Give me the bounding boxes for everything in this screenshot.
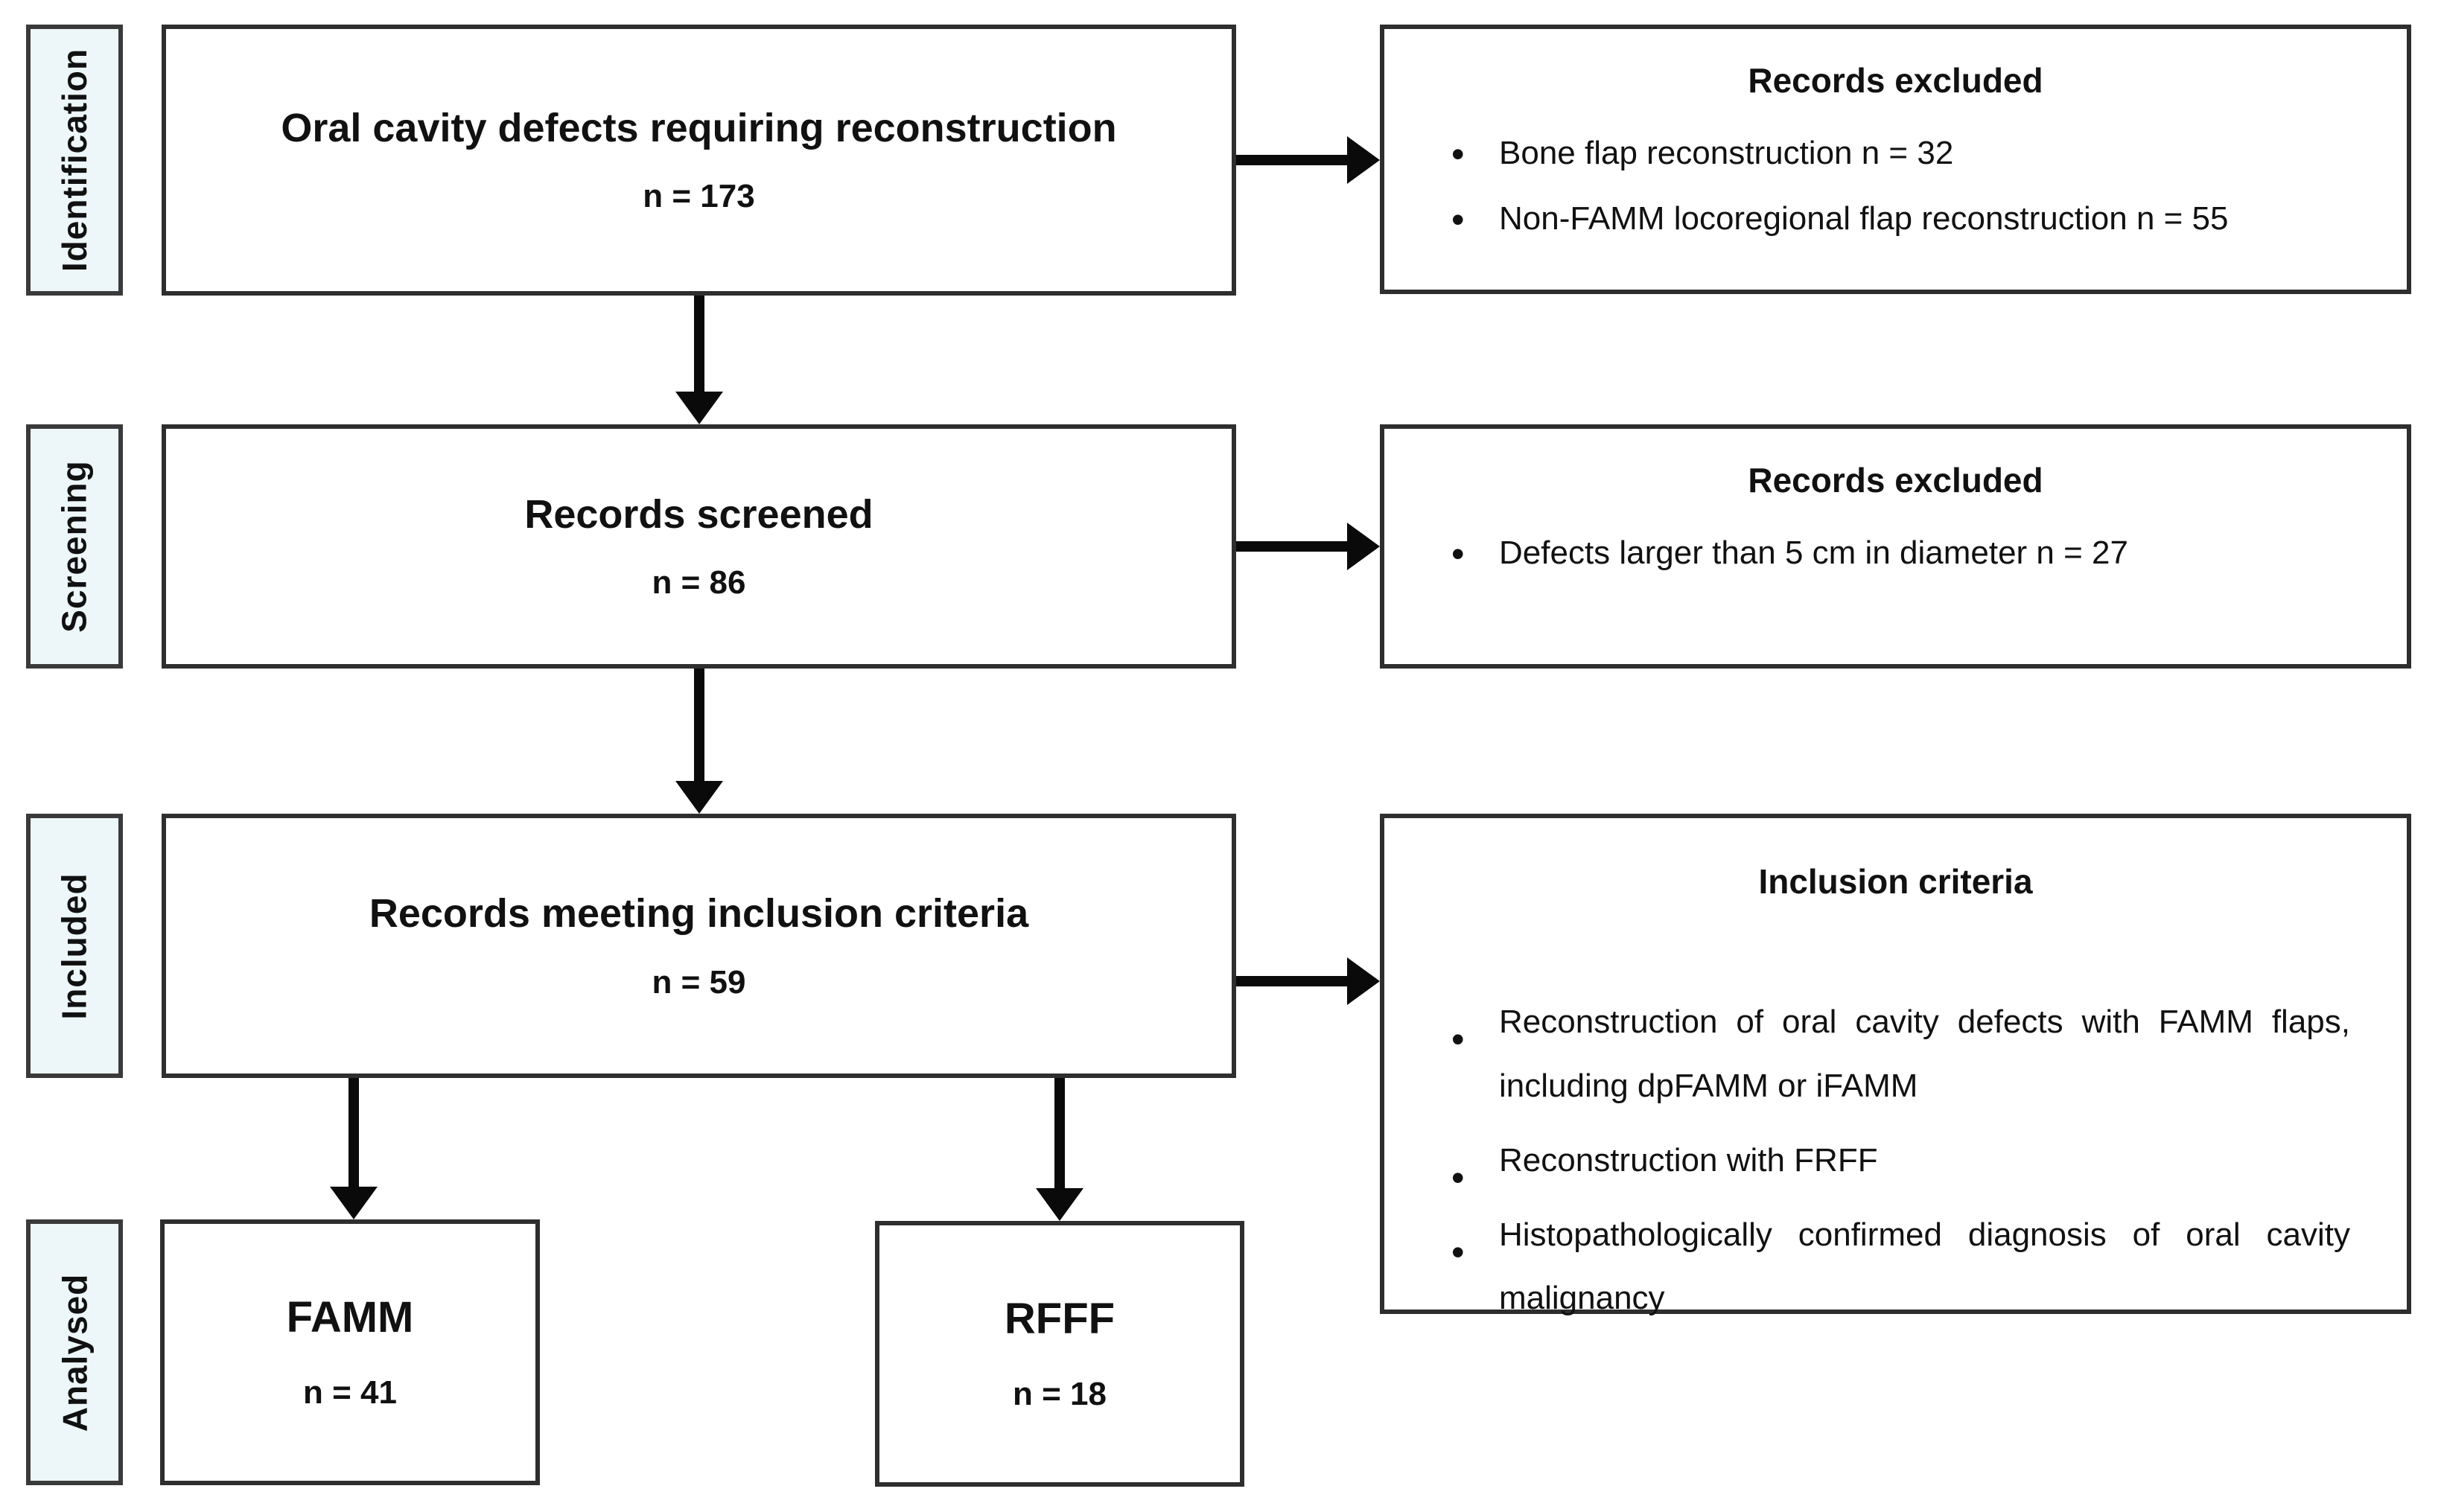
arrow-included-to-famm	[330, 1078, 378, 1219]
flow-box-count: n = 59	[652, 963, 746, 1001]
flow-box-title: FAMM	[286, 1293, 414, 1342]
arrow-included-to-inclusion-criteria	[1236, 957, 1380, 1005]
stage-label-screening: Screening	[26, 424, 123, 669]
bullet-list: Reconstruction of oral cavity defects wi…	[1436, 990, 2355, 1330]
arrow-included-to-rfff	[1036, 1078, 1083, 1221]
arrow-head-icon	[1347, 523, 1380, 570]
stage-label-identification: Identification	[26, 25, 123, 296]
bullet-item: Histopathologically confirmed diagnosis …	[1451, 1203, 2355, 1331]
arrow-shaft	[1236, 541, 1349, 552]
flow-box-count: n = 41	[303, 1374, 397, 1411]
stage-label-text: Included	[55, 872, 94, 1020]
arrow-head-icon	[675, 392, 723, 424]
bullet-item: Reconstruction of oral cavity defects wi…	[1451, 990, 2355, 1118]
arrow-shaft	[1236, 976, 1349, 986]
arrow-head-icon	[1347, 136, 1380, 184]
bullet-list: Defects larger than 5 cm in diameter n =…	[1436, 529, 2355, 580]
flow-box-title: RFFF	[1004, 1295, 1116, 1344]
bullet-item: Defects larger than 5 cm in diameter n =…	[1451, 529, 2355, 580]
arrow-identification-to-screening	[675, 296, 723, 424]
flow-box-identification: Oral cavity defects requiring reconstruc…	[162, 25, 1236, 296]
side-box-inclusion-criteria: Inclusion criteria Reconstruction of ora…	[1380, 814, 2411, 1316]
arrow-screening-to-excluded	[1236, 523, 1380, 570]
arrow-shaft	[694, 296, 704, 393]
flow-box-title: Records screened	[524, 491, 873, 537]
arrow-shaft	[349, 1078, 359, 1188]
arrow-screening-to-included	[675, 669, 723, 814]
stage-label-analysed: Analysed	[26, 1219, 123, 1485]
flow-box-title: Oral cavity defects requiring reconstruc…	[281, 105, 1117, 150]
stage-label-text: Identification	[55, 48, 95, 272]
flow-box-count: n = 173	[643, 178, 755, 215]
side-box-records-excluded-1: Records excluded Bone flap reconstructio…	[1380, 25, 2411, 294]
arrow-head-icon	[1347, 957, 1380, 1005]
stage-label-text: Analysed	[55, 1273, 94, 1432]
arrow-identification-to-excluded	[1236, 136, 1380, 184]
arrow-shaft	[694, 669, 704, 782]
flow-box-count: n = 86	[652, 564, 746, 602]
flow-box-records-screened: Records screened n = 86	[162, 424, 1236, 669]
side-box-records-excluded-2: Records excluded Defects larger than 5 c…	[1380, 424, 2411, 669]
arrow-head-icon	[330, 1187, 378, 1219]
bullet-list: Bone flap reconstruction n = 32 Non-FAMM…	[1436, 130, 2355, 246]
arrow-head-icon	[675, 781, 723, 814]
stage-label-text: Screening	[55, 460, 95, 633]
flow-box-count: n = 18	[1013, 1375, 1107, 1412]
flow-box-inclusion-met: Records meeting inclusion criteria n = 5…	[162, 814, 1236, 1078]
flow-box-title: Records meeting inclusion criteria	[369, 891, 1029, 937]
arrow-shaft	[1054, 1078, 1065, 1190]
bullet-item: Bone flap reconstruction n = 32	[1451, 130, 2355, 180]
bullet-item: Reconstruction with FRFF	[1451, 1129, 2355, 1214]
side-box-title: Records excluded	[1748, 461, 2043, 500]
arrow-head-icon	[1036, 1188, 1083, 1221]
side-box-title: Inclusion criteria	[1758, 862, 2033, 901]
flow-box-famm: FAMM n = 41	[160, 1219, 540, 1485]
bullet-item: Non-FAMM locoregional flap reconstructio…	[1451, 195, 2355, 246]
arrow-shaft	[1236, 155, 1349, 165]
flow-box-rfff: RFFF n = 18	[875, 1221, 1244, 1487]
stage-label-included: Included	[26, 814, 123, 1078]
side-box-title: Records excluded	[1748, 61, 2043, 100]
